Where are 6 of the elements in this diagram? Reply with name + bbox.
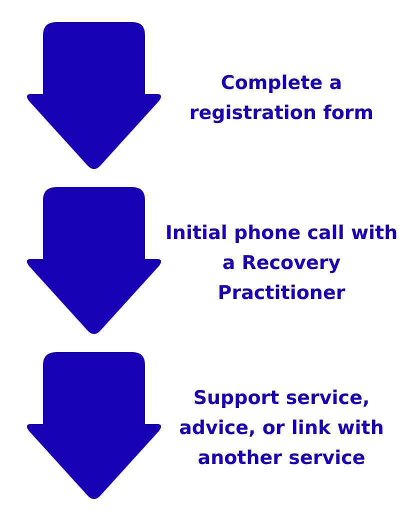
step-text: Support service, advice, or link with another service <box>178 386 385 471</box>
down-arrow-shape <box>26 352 162 499</box>
down-arrow-shape <box>26 187 162 334</box>
step-text: Complete a registration form <box>188 71 375 126</box>
down-arrow-shape <box>26 22 162 169</box>
step-text: Initial phone call with a Recovery Practitioner <box>164 221 399 306</box>
